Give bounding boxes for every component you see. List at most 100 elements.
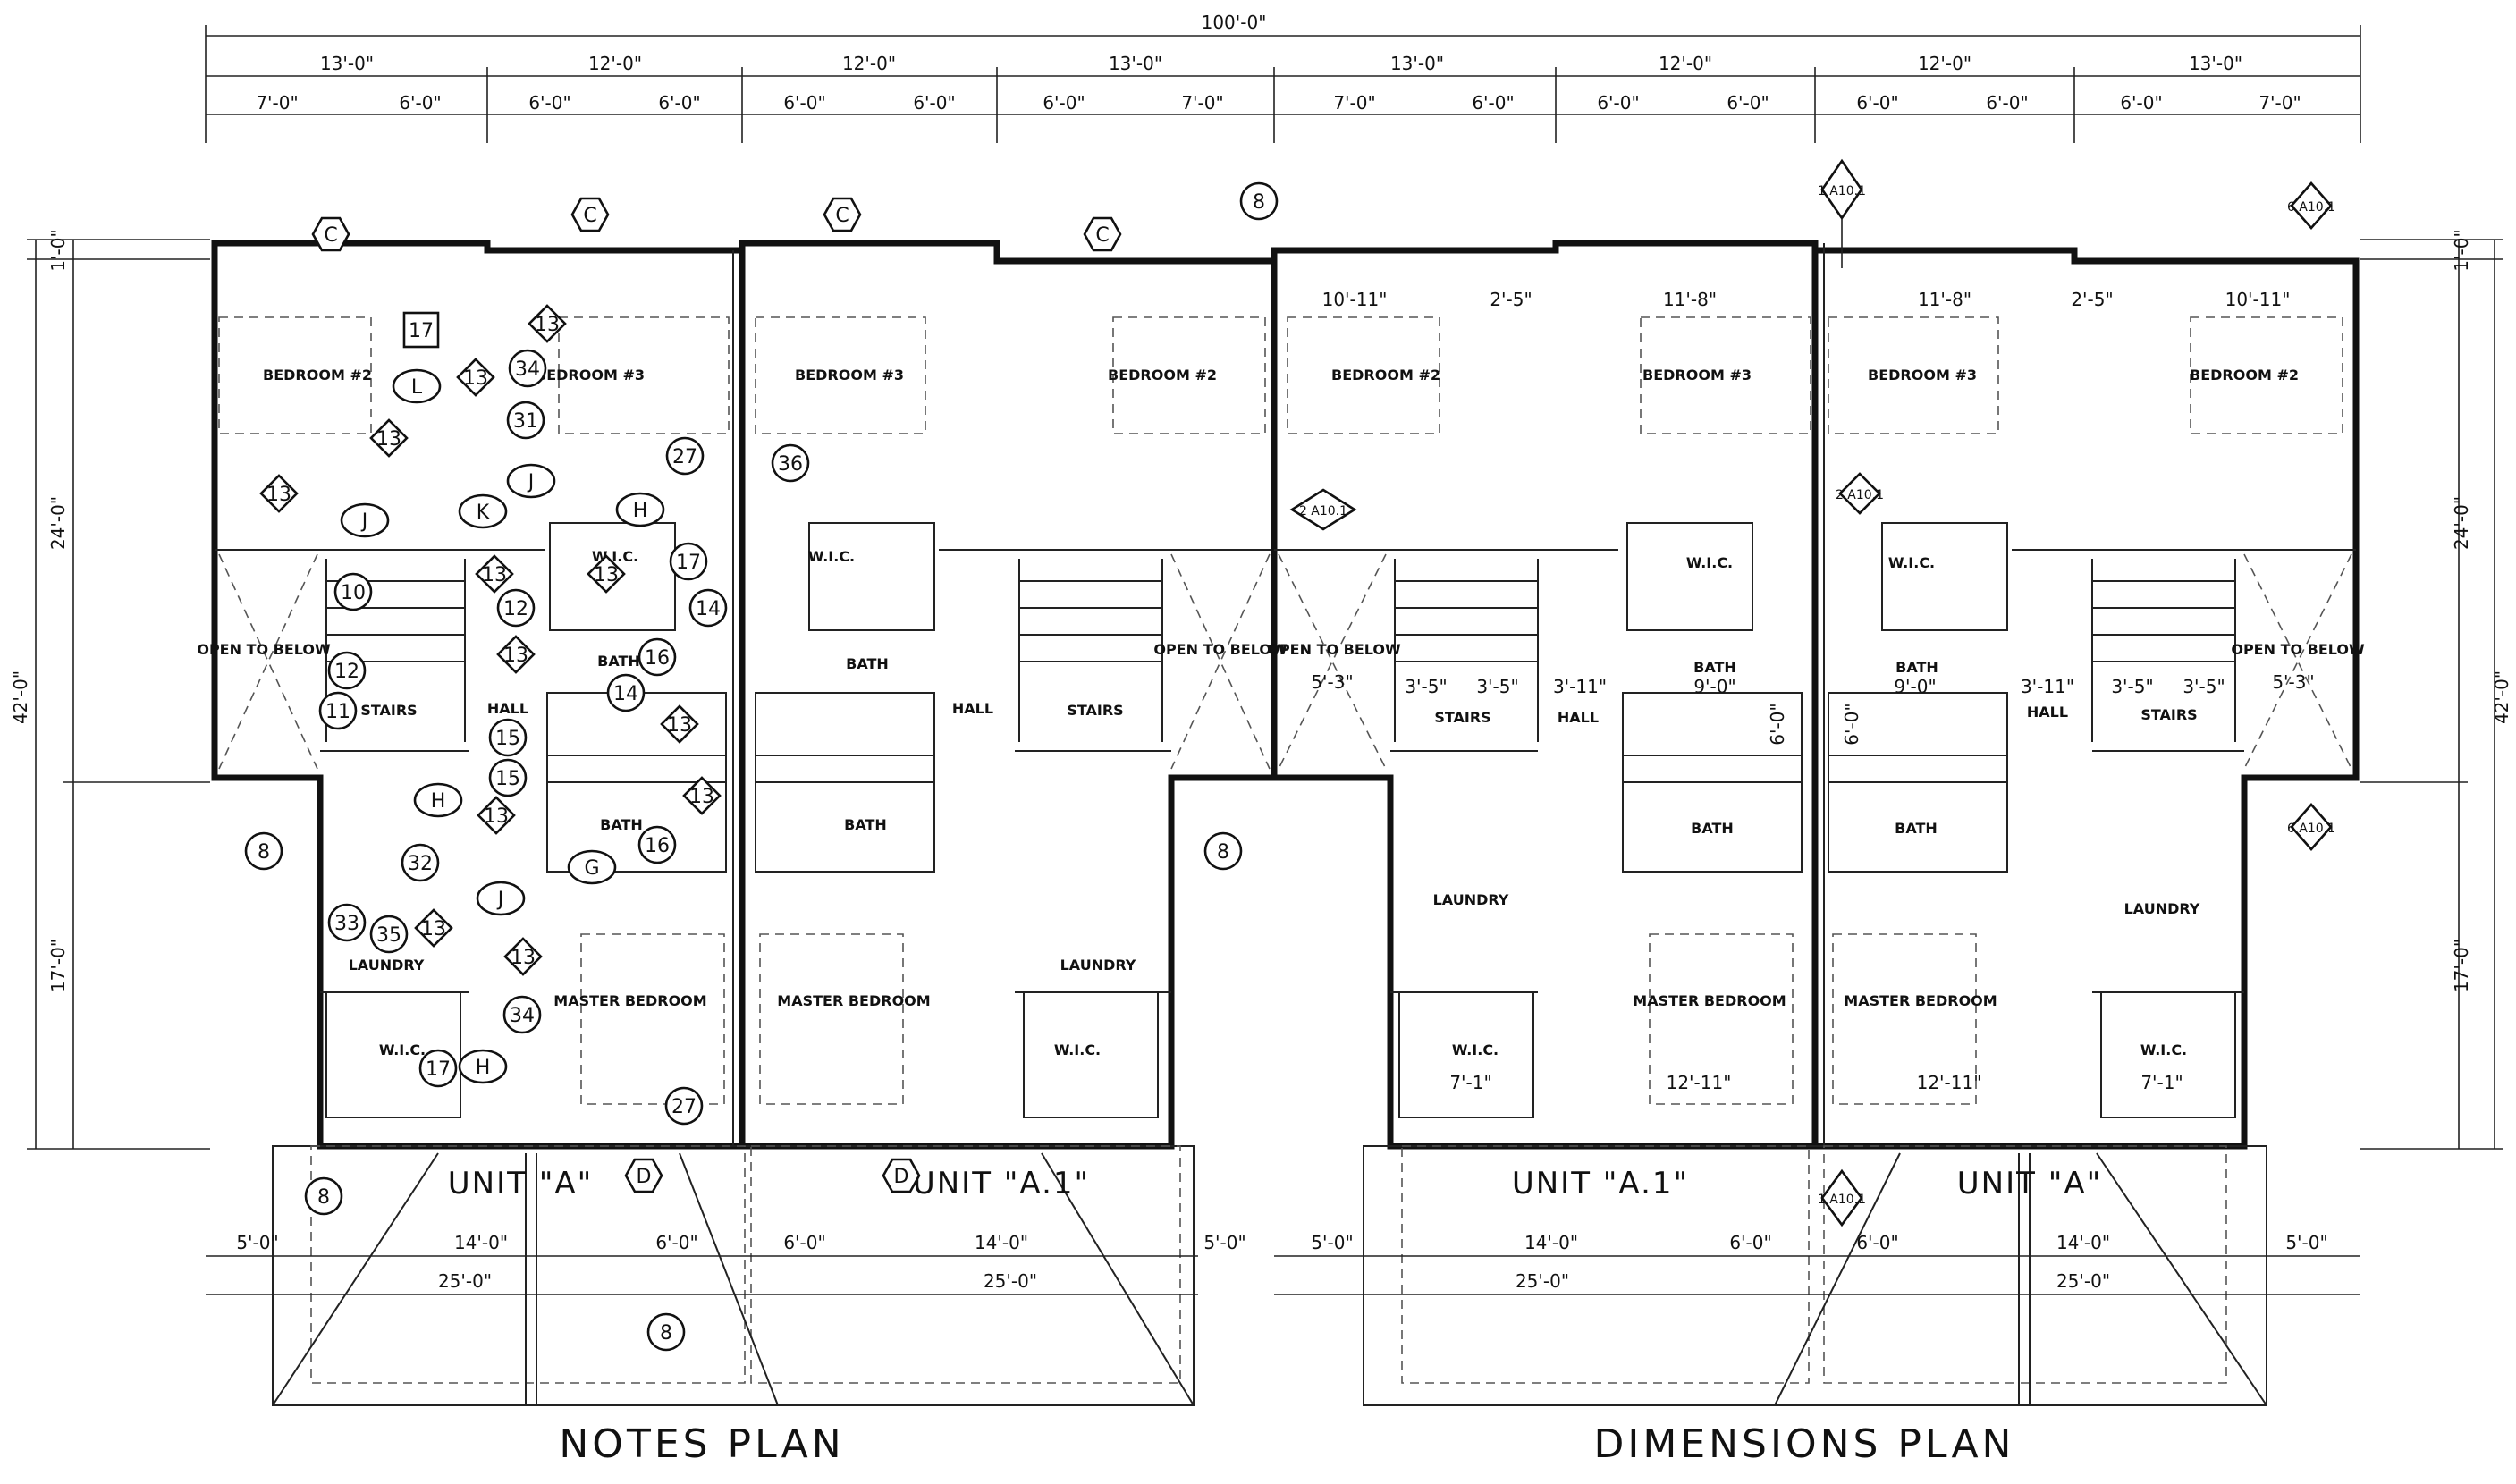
svg-text:32: 32 — [408, 853, 433, 875]
dims-unit-a-label: UNIT "A" — [1957, 1166, 2102, 1202]
section-marker: 1 A10.1 — [1818, 158, 1866, 268]
svg-text:C: C — [583, 205, 596, 227]
svg-text:27: 27 — [671, 1096, 697, 1118]
svg-text:6 A10.1: 6 A10.1 — [2287, 822, 2335, 836]
svg-text:36: 36 — [778, 453, 803, 476]
notes-sub-dim-5: 6'-0" — [783, 92, 825, 114]
note-tag: 13 — [456, 358, 495, 397]
svg-text:17: 17 — [409, 320, 434, 342]
notes-plan-walls — [211, 240, 1278, 1150]
note-tag: 17 — [669, 542, 708, 581]
notes-unit-a-label: UNIT "A" — [448, 1166, 593, 1202]
room-label: STAIRS — [1067, 702, 1123, 719]
svg-text:6 A10.1: 6 A10.1 — [2287, 200, 2335, 215]
notes-porch — [206, 1145, 1198, 1406]
dims-sub-dim-3: 6'-0" — [1597, 92, 1639, 114]
room-label: W.I.C. — [379, 1041, 426, 1058]
svg-text:10: 10 — [341, 582, 366, 604]
dims-sub-dim-8: 7'-0" — [2258, 92, 2301, 114]
note-tag: 13 — [475, 554, 514, 594]
room-label: BEDROOM #2 — [263, 367, 372, 384]
section-marker: 6 A10.1 — [2287, 181, 2335, 230]
room-label: BATH — [846, 655, 889, 672]
room-label: BEDROOM #2 — [1331, 367, 1440, 384]
dims-bottom-total-2: 25'-0" — [2056, 1270, 2110, 1292]
svg-text:16: 16 — [645, 835, 670, 857]
room-dim: 3'-5" — [2111, 676, 2153, 697]
dims-bottom-total-1: 25'-0" — [1516, 1270, 1569, 1292]
note-tag: J — [340, 502, 390, 538]
notes-plan-title: NOTES PLAN — [559, 1421, 844, 1467]
room-label: W.I.C. — [2140, 1041, 2187, 1058]
svg-text:1 A10.1: 1 A10.1 — [1818, 1193, 1866, 1207]
note-tag: 35 — [369, 915, 409, 954]
room-dim: 10'-11" — [1322, 289, 1388, 310]
svg-text:J: J — [360, 510, 368, 533]
room-label: BEDROOM #3 — [795, 367, 904, 384]
svg-text:11: 11 — [325, 701, 350, 723]
notes-bottom-total-2: 25'-0" — [984, 1270, 1037, 1292]
dims-room-labels: BEDROOM #2 BEDROOM #3 BEDROOM #3 BEDROOM… — [1267, 367, 2365, 1058]
notes-bottom-dim-1: 5'-0" — [236, 1232, 278, 1253]
notes-bottom-total-1: 25'-0" — [438, 1270, 492, 1292]
room-label: HALL — [487, 700, 528, 717]
note-tag: 15 — [488, 718, 528, 757]
room-label: W.I.C. — [808, 548, 855, 565]
notes-bottom-dim-5: 14'-0" — [975, 1232, 1028, 1253]
svg-text:35: 35 — [376, 924, 401, 947]
notes-sub-dim-7: 6'-0" — [1043, 92, 1085, 114]
notes-sub-dim-4: 6'-0" — [658, 92, 700, 114]
section-marker: 6 A10.1 — [2287, 803, 2335, 851]
room-label: STAIRS — [1434, 709, 1490, 726]
notes-top-dim-4: 13'-0" — [1109, 53, 1162, 74]
note-tag: 36 — [771, 443, 810, 483]
room-label: BEDROOM #3 — [1868, 367, 1977, 384]
svg-text:K: K — [477, 502, 490, 524]
room-dim: 9'-0" — [1693, 676, 1735, 697]
room-label: BEDROOM #3 — [536, 367, 645, 384]
notes-bottom-dim-3: 6'-0" — [655, 1232, 697, 1253]
room-dim: 3'-5" — [1405, 676, 1447, 697]
svg-text:H: H — [431, 790, 446, 813]
svg-text:1 A10.1: 1 A10.1 — [1818, 184, 1866, 198]
note-tag: 15 — [488, 758, 528, 797]
room-label: W.I.C. — [1686, 554, 1733, 571]
svg-text:8: 8 — [258, 841, 270, 864]
dims-top-dim-3: 12'-0" — [1918, 53, 1971, 74]
room-label: BEDROOM #3 — [1642, 367, 1752, 384]
svg-text:L: L — [411, 376, 423, 399]
room-dim: 7'-1" — [1449, 1072, 1491, 1093]
svg-text:13: 13 — [376, 428, 401, 451]
room-label: W.I.C. — [1054, 1041, 1101, 1058]
note-tag: K — [458, 493, 508, 529]
svg-text:14: 14 — [613, 683, 638, 705]
notes-bottom-dim-2: 14'-0" — [454, 1232, 508, 1253]
room-label: BATH — [1693, 659, 1736, 676]
dims-top-dim-1: 13'-0" — [1390, 53, 1444, 74]
room-label: W.I.C. — [1452, 1041, 1499, 1058]
window-tag: D — [624, 1158, 663, 1193]
note-tag: 8 — [1203, 831, 1243, 871]
notes-top-dim-1: 13'-0" — [320, 53, 374, 74]
room-dim: 7'-1" — [2140, 1072, 2183, 1093]
room-label: MASTER BEDROOM — [1844, 992, 1997, 1009]
dims-plan-walls — [1271, 240, 2360, 1150]
svg-text:C: C — [324, 224, 337, 247]
svg-text:12: 12 — [334, 661, 359, 683]
svg-text:C: C — [835, 205, 849, 227]
room-label: BATH — [844, 816, 887, 833]
svg-text:13: 13 — [266, 484, 291, 506]
note-tag: 13 — [503, 937, 543, 976]
room-label: STAIRS — [2140, 706, 2197, 723]
note-tag: 27 — [664, 1086, 704, 1126]
room-label: HALL — [1558, 709, 1599, 726]
room-dim: 10'-11" — [2225, 289, 2291, 310]
room-dim: 3'-5" — [1476, 676, 1518, 697]
dims-room-dims: 10'-11" 2'-5" 11'-8" 11'-8" 2'-5" 10'-11… — [1311, 289, 2314, 1093]
room-label: OPEN TO BELOW — [197, 641, 331, 658]
note-tag: 8 — [1239, 181, 1279, 221]
room-label: STAIRS — [360, 702, 417, 719]
svg-text:G: G — [584, 857, 599, 880]
note-tag: H — [458, 1049, 508, 1084]
left-side-dims: 1'-0" 24'-0" 42'-0" 17'-0" — [10, 229, 210, 1150]
